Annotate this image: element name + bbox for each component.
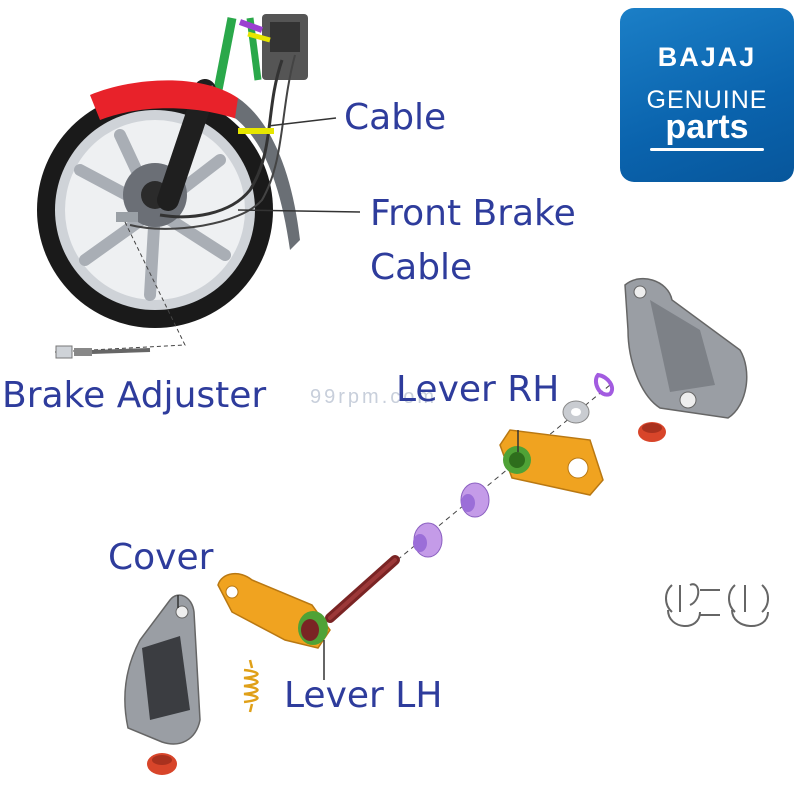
clip-part <box>593 372 615 397</box>
shaft-part <box>325 555 400 623</box>
retaining-clip-illustration <box>665 583 769 627</box>
brake-adjuster-part <box>55 345 151 359</box>
bushing-2 <box>413 522 443 558</box>
bajaj-genuine-parts-logo: BAJAJ GENUINE parts <box>620 8 794 182</box>
lever-lh-part <box>217 573 331 649</box>
badge-line1: GENUINE <box>646 86 768 114</box>
spring-part <box>243 659 259 713</box>
front-wheel-illustration <box>37 14 308 353</box>
lever-rh-part <box>499 429 604 496</box>
washer-part <box>562 400 590 424</box>
badge-line2: parts <box>665 108 749 146</box>
label-cover: Cover <box>108 537 214 578</box>
badge-brand: BAJAJ <box>657 42 757 72</box>
label-cable: Cable <box>344 97 447 138</box>
cover-lh-part <box>124 594 201 745</box>
cover-rh-part <box>624 277 748 419</box>
label-front-brake-cable-line2: Cable <box>370 247 473 288</box>
watermark-text: 99rpm.com <box>310 386 438 408</box>
grommet-lh <box>147 753 177 775</box>
label-lever-lh: Lever LH <box>284 675 443 716</box>
label-front-brake-cable-line1: Front Brake <box>370 193 576 234</box>
label-brake-adjuster: Brake Adjuster <box>2 375 267 416</box>
label-lever-rh: Lever RH <box>396 369 560 410</box>
badge-underline <box>650 148 764 151</box>
grommet-rh <box>638 422 666 442</box>
bushing-1 <box>460 482 490 518</box>
